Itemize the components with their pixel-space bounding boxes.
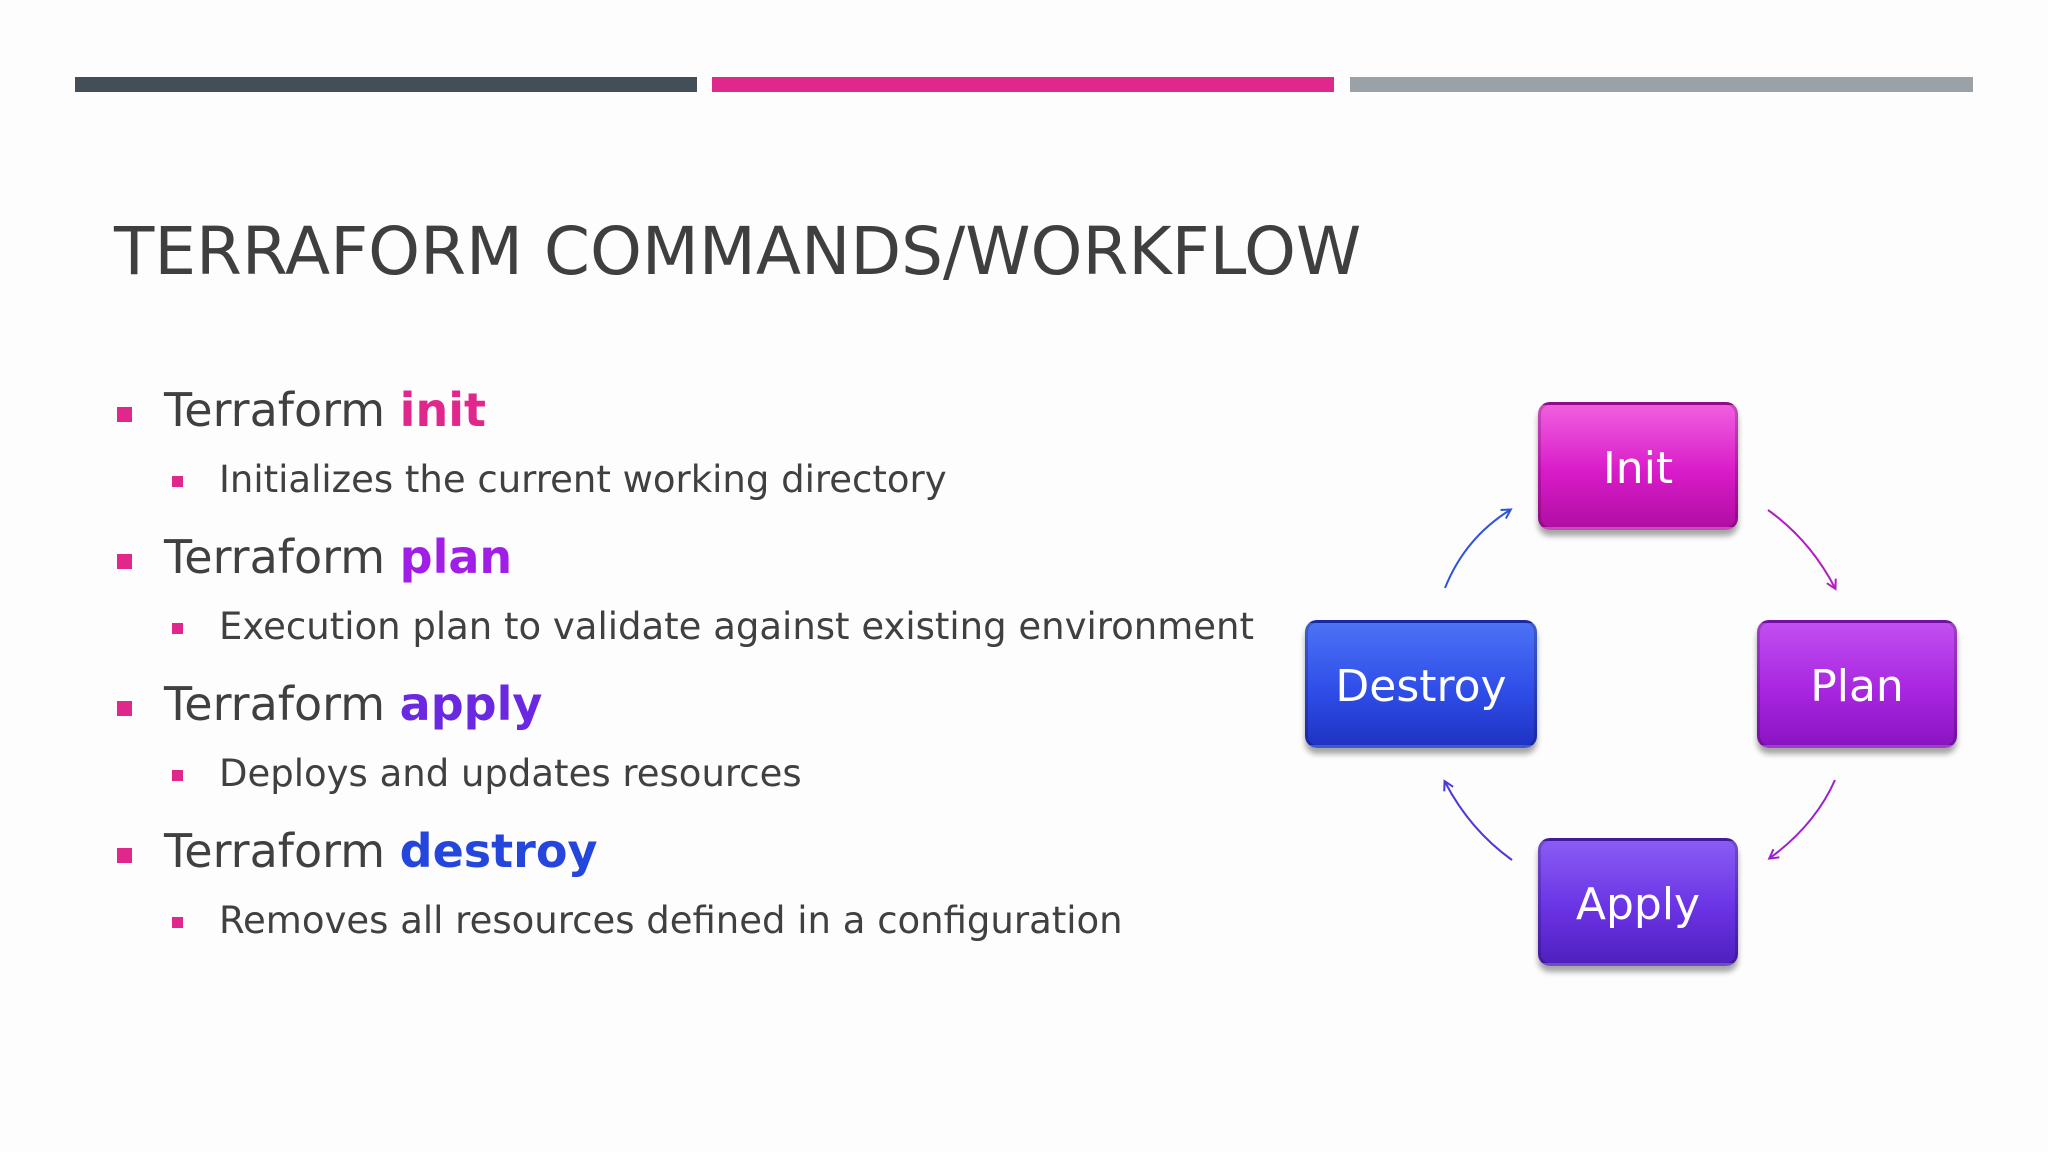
- bullet-square-icon: [117, 848, 132, 863]
- arrow-init-to-plan: [1767, 509, 1835, 588]
- node-destroy: Destroy: [1305, 620, 1537, 748]
- sub-bullet-text: Removes all resources defined in a confi…: [219, 899, 1123, 942]
- bullet-square-icon: [117, 407, 132, 422]
- top-accent-bar-gray: [1350, 77, 1973, 92]
- sub-bullet-square-icon: [172, 917, 183, 928]
- sub-bullet-text: Deploys and updates resources: [219, 752, 802, 795]
- keyword-plan: plan: [399, 530, 513, 584]
- top-accent-bar-pink: [712, 77, 1334, 92]
- keyword-init: init: [399, 383, 486, 437]
- sub-bullet-text: Execution plan to validate against exist…: [219, 605, 1255, 648]
- slide-title: TERRAFORM COMMANDS/WORKFLOW: [114, 213, 1362, 290]
- bullet-square-icon: [117, 701, 132, 716]
- node-plan: Plan: [1757, 620, 1957, 748]
- bullet-prefix: Terraform: [164, 677, 400, 731]
- arrow-apply-to-destroy: [1445, 782, 1513, 861]
- bullet-prefix: Terraform: [164, 383, 400, 437]
- keyword-destroy: destroy: [399, 824, 598, 878]
- keyword-apply: apply: [399, 677, 543, 731]
- sub-bullet-text: Initializes the current working director…: [219, 458, 947, 501]
- node-init-label: Init: [1602, 443, 1674, 494]
- bullet-prefix: Terraform: [164, 530, 400, 584]
- arrow-plan-to-apply: [1770, 779, 1836, 858]
- cycle-arrows: [1280, 380, 1980, 861]
- top-accent-bar-dark: [75, 77, 697, 92]
- node-destroy-label: Destroy: [1335, 661, 1507, 712]
- workflow-cycle-diagram: Init Plan Apply Destroy: [1280, 380, 1980, 1000]
- node-apply: Apply: [1538, 838, 1738, 966]
- sub-bullet-square-icon: [172, 770, 183, 781]
- bullet-prefix: Terraform: [164, 824, 400, 878]
- node-init: Init: [1538, 402, 1738, 530]
- node-apply-label: Apply: [1575, 879, 1701, 930]
- arrow-destroy-to-init: [1444, 510, 1510, 589]
- sub-bullet-square-icon: [172, 623, 183, 634]
- bullet-square-icon: [117, 554, 132, 569]
- node-plan-label: Plan: [1810, 661, 1904, 712]
- sub-bullet-square-icon: [172, 476, 183, 487]
